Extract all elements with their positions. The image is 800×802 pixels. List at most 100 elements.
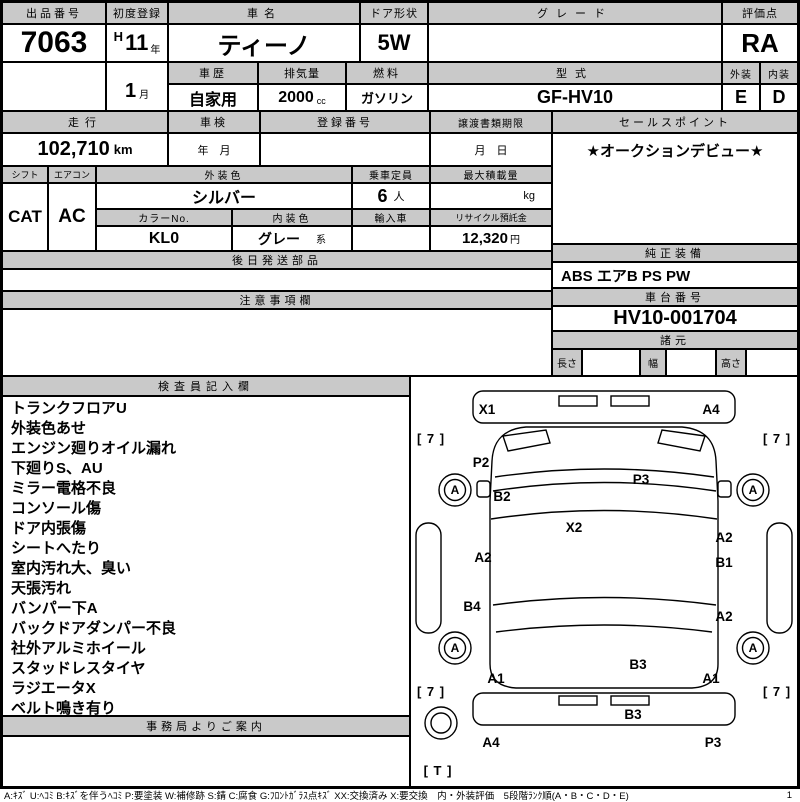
car-damage-diagram: X1 A4 [ 7 ] [ 7 ] P2 B2 P3 X2 A2 A2 B1 B…: [415, 390, 793, 778]
interior-color-label: 内装色: [232, 209, 352, 226]
first-reg-month-unit: 月: [139, 90, 150, 101]
capacity-cell: 6 人: [352, 183, 430, 209]
front-bumper-detail: [610, 395, 650, 407]
wheel-icon: [443, 636, 467, 660]
capacity-unit: 人: [393, 191, 405, 203]
auction-no-value: 7063: [2, 24, 106, 62]
inspector-note: スタッドレスタイヤ: [11, 660, 146, 677]
mark-front-bumper-left: X1: [479, 402, 496, 417]
mileage-label: 走行: [2, 111, 168, 133]
model-code-label: 型式: [428, 62, 722, 84]
history-value: 自家用: [168, 84, 258, 111]
recycle-deposit-unit: 円: [509, 235, 520, 246]
chassis-no-value: HV10-001704: [552, 306, 798, 331]
wheel-icon: [438, 631, 472, 665]
headlight-right: [657, 429, 706, 452]
interior-color-suffix: 系: [316, 235, 326, 246]
mileage-value: 102,710: [37, 138, 110, 160]
first-reg-era: H: [113, 29, 124, 44]
inspector-note: ベルト鳴き有り: [11, 700, 117, 716]
legend-text: A:ｷｽﾞ U:ﾍｺﾐ B:ｷｽﾞを伴うﾍｺﾐ P:要塗装 W:補修跡 S:錆 …: [4, 791, 629, 802]
aircon-label: エアコン: [48, 166, 96, 183]
mark-front-panel-left: B2: [493, 489, 510, 504]
inspector-note: エンジン廻りオイル漏れ: [11, 440, 177, 457]
mark-rear-bumper-left: A4: [482, 735, 500, 750]
front-bumper-outline: [472, 390, 736, 424]
spare-tire-icon: [424, 706, 458, 740]
rear-bumper-outline: [472, 692, 736, 726]
inspector-note: トランクフロアU: [11, 400, 127, 417]
mark-quarter-rear-left: A1: [487, 671, 505, 686]
mark-corner-front-right: [ 7 ]: [763, 431, 791, 446]
model-code-value: GF-HV10: [428, 84, 722, 111]
later-parts-label: 後日発送部品: [2, 251, 552, 269]
inspector-note: ラジエータX: [11, 680, 96, 697]
mark-tire: [ T ]: [424, 763, 453, 778]
first-reg-month-cell: 1 月: [106, 62, 168, 111]
inspector-note: 天張汚れ: [11, 580, 72, 597]
imported-value: [352, 226, 430, 251]
mark-rear-bumper-right: P3: [705, 735, 722, 750]
rear-window-bottom-line: [495, 624, 713, 633]
score-label: 評価点: [722, 2, 798, 24]
score-value: RA: [722, 24, 798, 62]
wheel-icon: [736, 631, 770, 665]
equipment-value: ABS エアB PS PW: [552, 262, 798, 288]
shift-value: CAT: [2, 183, 48, 251]
interior-color-value: グレー: [258, 230, 300, 247]
specs-height-label: 高さ: [716, 349, 746, 376]
fuel-value: ガソリン: [346, 84, 428, 111]
displacement-label: 排気量: [258, 62, 346, 84]
mark-door-rear-left: B4: [463, 599, 481, 614]
recycle-deposit-label: リサイクル預託金: [430, 209, 552, 226]
door-shape-label: ドア形状: [360, 2, 428, 24]
mark-door-right: B1: [715, 555, 733, 570]
interior-score-value: D: [760, 84, 798, 111]
mark-door-front-right: A2: [715, 530, 732, 545]
specs-width-value: [666, 349, 716, 376]
first-reg-year-unit: 年: [150, 45, 161, 56]
wheel-icon: [443, 478, 467, 502]
specs-length-label: 長さ: [552, 349, 582, 376]
inspector-note: シートへたり: [11, 540, 102, 557]
wheel-icon: [741, 478, 765, 502]
inspector-note: バックドアダンパー不良: [11, 620, 177, 637]
color-no-label: カラーNo.: [96, 209, 232, 226]
first-reg-month: 1: [124, 80, 137, 102]
mark-windshield: X2: [566, 520, 583, 535]
mark-corner-rear-left: [ 7 ]: [417, 684, 445, 699]
windshield-bottom-line: [490, 509, 718, 520]
wheel-icon: [438, 473, 472, 507]
transfer-deadline-value: 月 日: [430, 133, 552, 166]
mark-front-fender-left: P2: [473, 455, 490, 470]
car-name-value: ティーノ: [168, 24, 360, 62]
mark-rear-bumper: B3: [624, 707, 642, 722]
mileage-unit: km: [113, 142, 133, 157]
wheel-mark: A: [451, 641, 460, 655]
later-parts-value: [2, 269, 552, 291]
rear-window-top-line: [492, 596, 717, 606]
spare-tire-icon: [430, 712, 452, 734]
aircon-value: AC: [48, 183, 96, 251]
auction-no-extra-box: [2, 62, 106, 111]
sales-point-label: セールスポイント: [552, 111, 798, 133]
exterior-score-label: 外装: [722, 62, 760, 84]
imported-label: 輸入車: [352, 209, 430, 226]
mark-front-bumper-right: A4: [702, 402, 720, 417]
specs-label: 諸元: [552, 331, 798, 349]
first-reg-label: 初度登録: [106, 2, 168, 24]
mark-door-rear-right: A2: [715, 609, 732, 624]
mirror-right: [717, 480, 732, 498]
sales-point-value: ★オークションデビュー★: [552, 133, 798, 244]
mark-corner-front-left: [ 7 ]: [417, 431, 445, 446]
max-load-unit: kg: [430, 183, 552, 209]
office-notes: [2, 736, 410, 787]
exterior-color-label: 外装色: [96, 166, 352, 183]
damage-diagram-panel: X1 A4 [ 7 ] [ 7 ] P2 B2 P3 X2 A2 A2 B1 B…: [410, 376, 798, 787]
inspector-label: 検査員記入欄: [2, 376, 410, 396]
fuel-label: 燃料: [346, 62, 428, 84]
inspector-note: ドア内張傷: [11, 520, 87, 537]
max-load-label: 最大積載量: [430, 166, 552, 183]
grade-value: [428, 24, 722, 62]
